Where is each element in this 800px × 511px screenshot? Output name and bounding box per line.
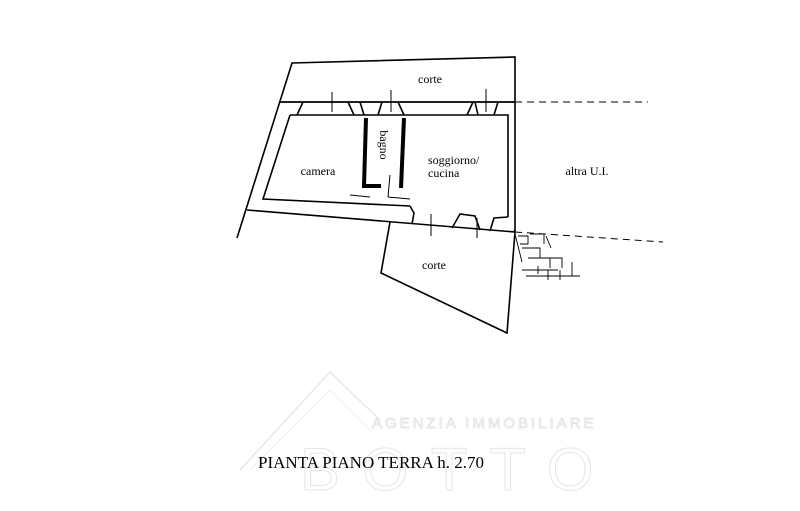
wall-bottom-outer xyxy=(246,209,516,233)
corte-bottom-boundary xyxy=(380,221,516,335)
label-corte-top: corte xyxy=(418,72,442,86)
label-bagno: bagno xyxy=(377,130,391,159)
bagno-door-marks xyxy=(349,174,411,200)
property-line-bottom xyxy=(514,231,664,243)
label-camera: camera xyxy=(301,164,336,178)
wall-left-inner xyxy=(261,114,411,207)
watermark-tagline: AGENZIA IMMOBILIARE xyxy=(372,415,597,432)
bagno-walls xyxy=(361,117,406,189)
corte-top-boundary xyxy=(236,56,516,239)
label-soggiorno: soggiorno/ xyxy=(428,153,480,167)
label-cucina: cucina xyxy=(428,166,460,180)
watermark-brand: BOTTO xyxy=(300,436,616,503)
plan-lines xyxy=(236,56,664,335)
wall-top-inner xyxy=(290,114,509,217)
watermark-logo: AGENZIA IMMOBILIARE BOTTO xyxy=(239,370,616,504)
label-corte-bottom: corte xyxy=(422,258,446,272)
plan-title: PIANTA PIANO TERRA h. 2.70 xyxy=(258,453,484,472)
label-altra-ui: altra U.I. xyxy=(566,164,609,178)
